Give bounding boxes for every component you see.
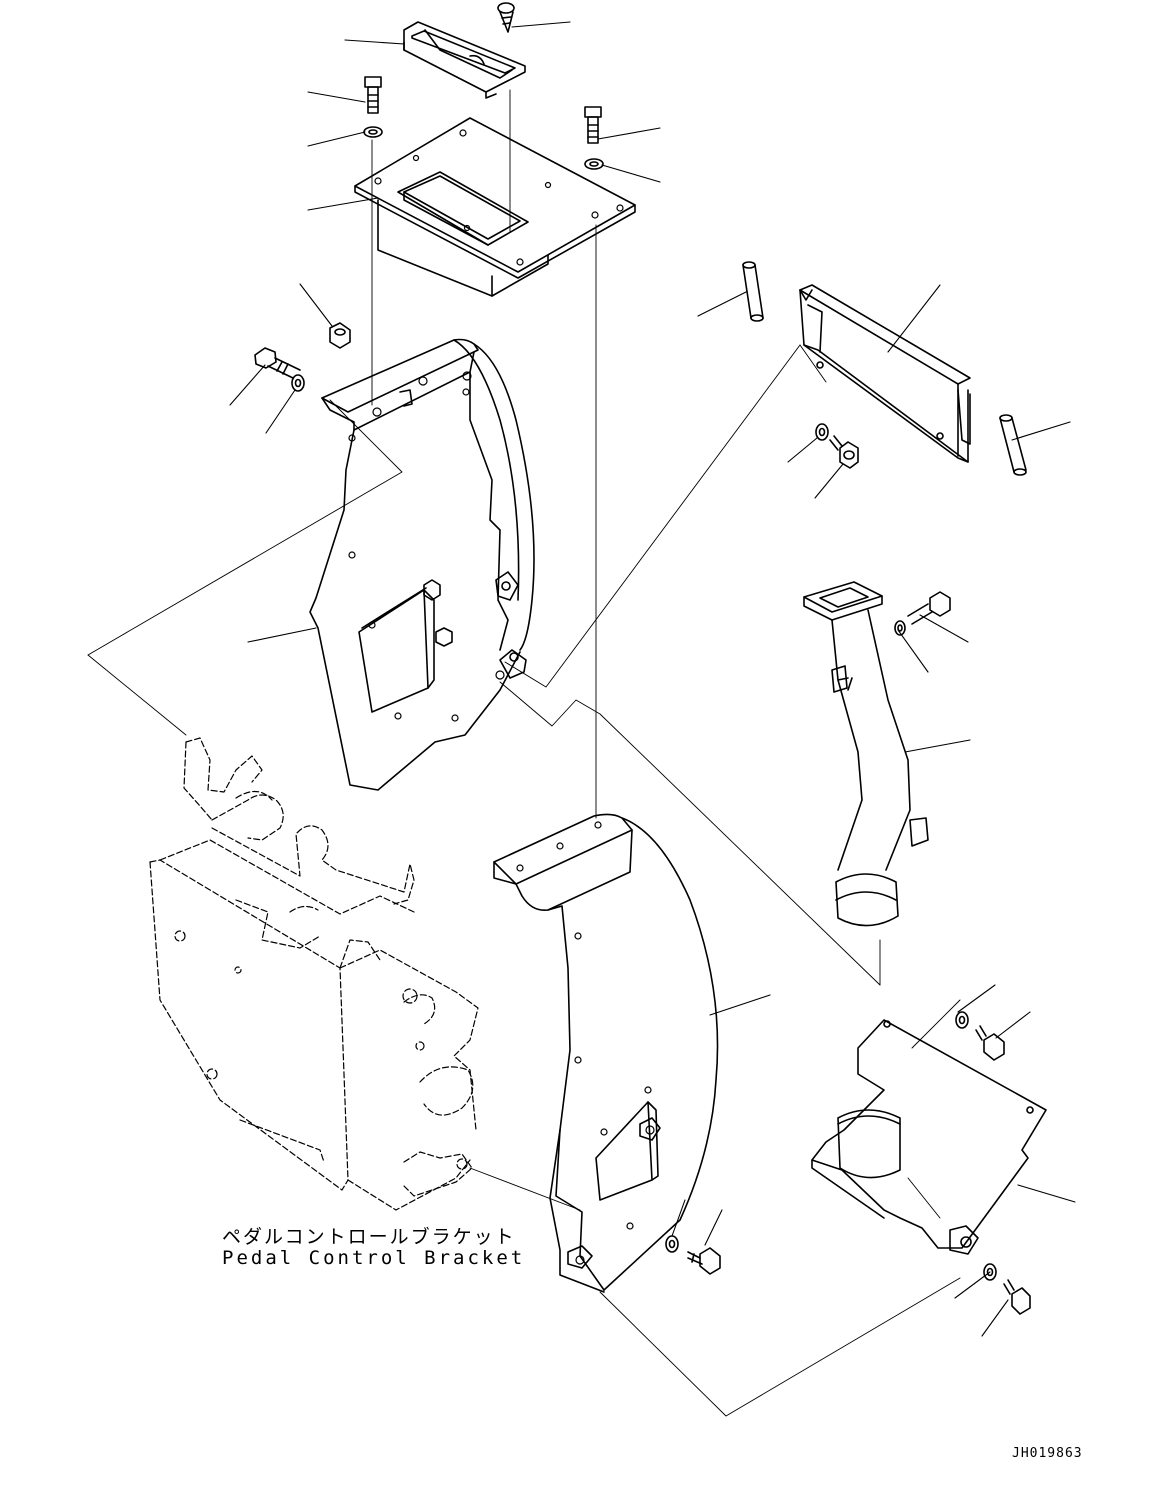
pedal-control-bracket-label-jp: ペダルコントロールブラケット (222, 1226, 516, 1248)
bolt-lower-bracket (687, 1247, 721, 1275)
cover-plate (354, 117, 636, 297)
pedal-control-bracket-label-en: Pedal Control Bracket (222, 1247, 526, 1269)
leader-lines (229, 21, 1076, 1337)
washer-small-plate (815, 423, 829, 441)
bolt-duct (907, 591, 951, 625)
grip-handle (403, 21, 526, 99)
drawing-id: JH019863 (1012, 1446, 1083, 1461)
bolt-small-plate (829, 435, 859, 469)
washer-right (584, 158, 604, 170)
washer-left (363, 126, 383, 138)
lower-right-plate (811, 1019, 1047, 1255)
pedal-control-bracket-reference (149, 737, 479, 1211)
duct-pipe (803, 581, 929, 927)
small-plate-right (799, 284, 971, 463)
bolt-lower-right-bottom (1003, 1279, 1031, 1315)
bolt-upper-bracket (254, 347, 301, 379)
washer-lower-right-bottom (983, 1263, 997, 1281)
bolt-right (584, 106, 602, 144)
upper-side-bracket (309, 338, 535, 791)
washer-lower-bracket (665, 1235, 679, 1253)
lower-side-bracket (493, 813, 719, 1293)
bolt-left (364, 76, 382, 114)
bolt-lower-right-top (975, 1025, 1005, 1061)
screw-top (497, 2, 515, 33)
washer-lower-right-top (955, 1011, 969, 1029)
pin-right (999, 414, 1027, 476)
washer-upper-bracket (291, 374, 305, 392)
flange-nut (329, 322, 351, 349)
washer-duct (894, 620, 906, 636)
pin-left (742, 261, 764, 322)
assembly-guide-lines (87, 89, 961, 1417)
